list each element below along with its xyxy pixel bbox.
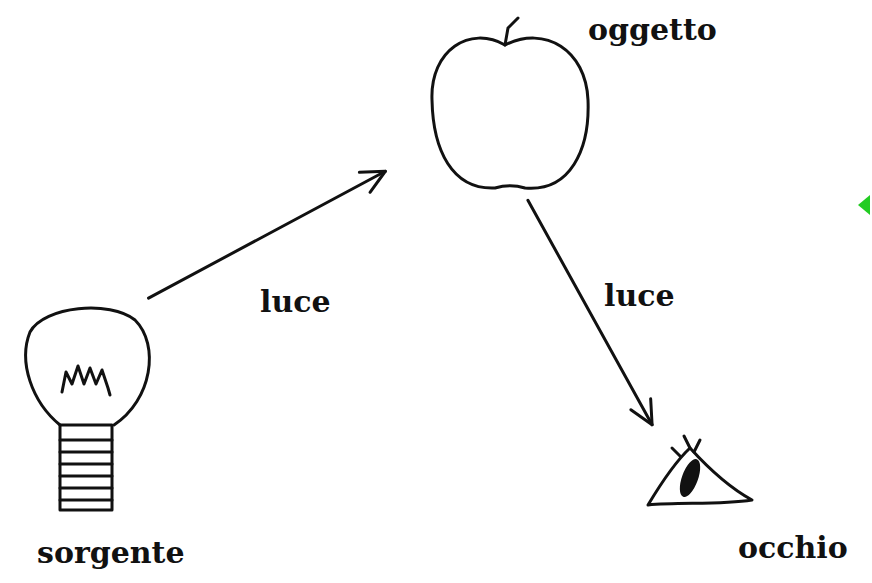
picture-node: oggetto [425, 10, 770, 195]
green-mark [858, 195, 870, 215]
node-caption: oggetto [588, 12, 717, 48]
lamp-base [60, 425, 112, 510]
apple [432, 38, 588, 188]
arrow-line [149, 171, 386, 298]
picture-node: occhio [630, 430, 865, 575]
bulb-filament [62, 366, 110, 395]
node-caption: occhio [738, 530, 848, 566]
apple-stem [505, 18, 518, 45]
arrow-head [359, 171, 385, 192]
eye-outline [648, 448, 752, 505]
edge-label: luce [258, 284, 333, 320]
node-caption: sorgente [37, 535, 185, 571]
bulb-glass [26, 308, 150, 425]
lamp-base-stripes [60, 440, 112, 500]
eye-lashes [672, 436, 700, 456]
eye-pupil [676, 456, 705, 499]
light-arrow [149, 171, 386, 298]
picture-node: sorgente [15, 300, 250, 580]
arrow-head [631, 399, 652, 425]
edge-label: luce [602, 278, 677, 314]
